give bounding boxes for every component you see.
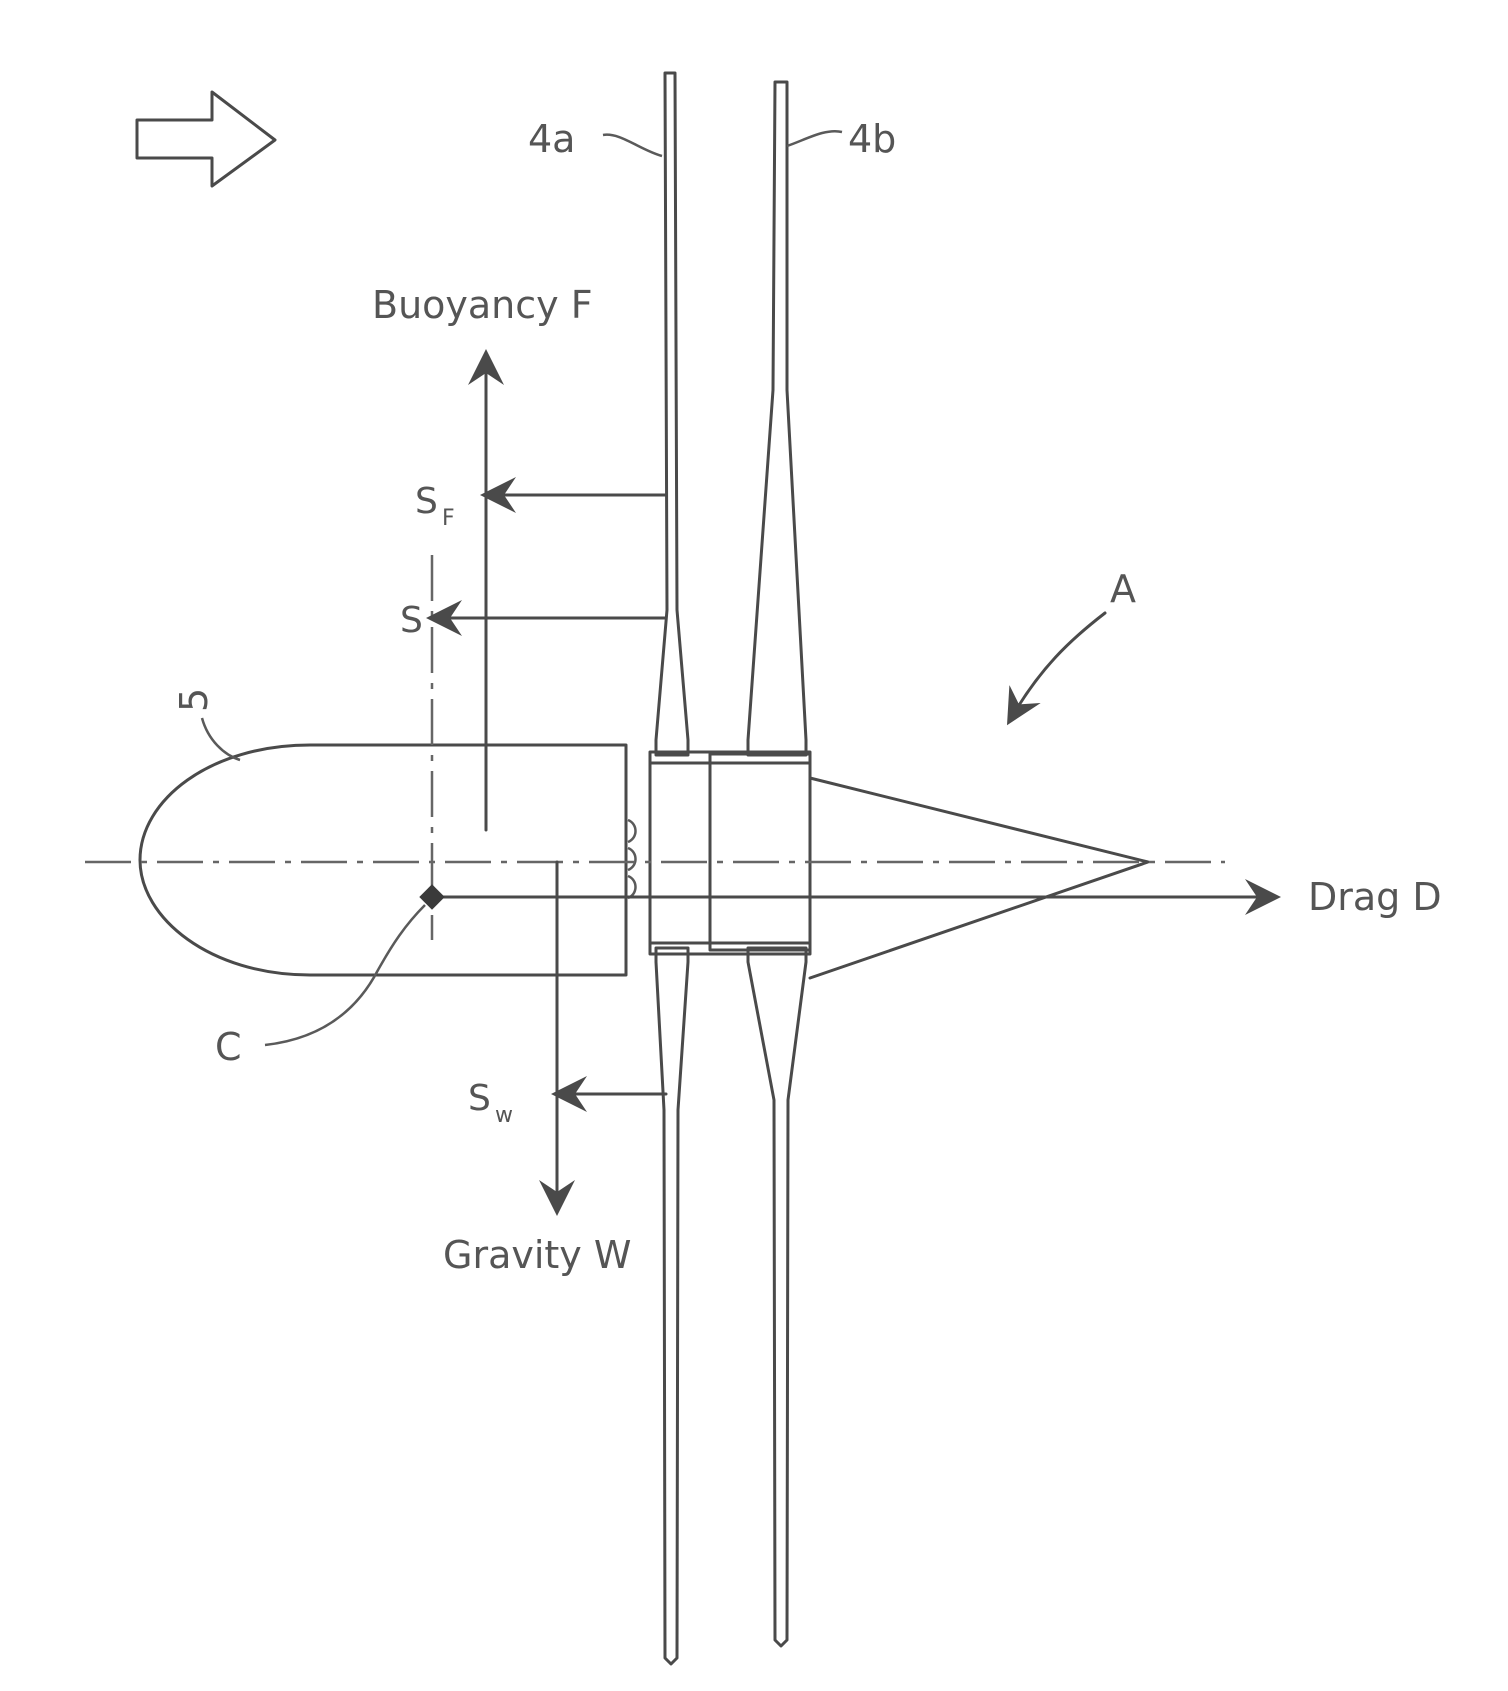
nacelle-body bbox=[140, 745, 626, 975]
leader-4a bbox=[603, 135, 662, 156]
label-buoyancy: Buoyancy F bbox=[372, 283, 593, 327]
blade-4a-lower bbox=[656, 948, 688, 1664]
label-s-w: S bbox=[468, 1078, 491, 1119]
blade-4b bbox=[748, 82, 806, 755]
label-gravity: Gravity W bbox=[443, 1233, 631, 1277]
label-drag: Drag D bbox=[1308, 875, 1442, 919]
blade-4a bbox=[656, 73, 688, 755]
leader-5 bbox=[202, 718, 240, 760]
nose-cone bbox=[810, 778, 1148, 978]
hollow-right-arrow-icon bbox=[137, 92, 275, 186]
leader-4b bbox=[787, 131, 842, 146]
label-blade-4a: 4a bbox=[528, 117, 575, 161]
label-view-a: A bbox=[1110, 567, 1136, 611]
label-s-f: S bbox=[415, 481, 438, 522]
bearing-marks bbox=[628, 820, 636, 898]
label-s-f-subscript: F bbox=[442, 506, 455, 531]
label-s-w-subscript: w bbox=[495, 1103, 513, 1128]
hub-front-block bbox=[650, 763, 710, 943]
view-arrow-a bbox=[1010, 613, 1105, 720]
hub-rear-block bbox=[710, 754, 810, 950]
label-center-c: C bbox=[215, 1025, 242, 1069]
label-s: S bbox=[400, 600, 423, 641]
label-body-5: 5 bbox=[172, 688, 216, 712]
blade-4b-lower bbox=[748, 948, 806, 1646]
label-blade-4b: 4b bbox=[848, 117, 896, 161]
